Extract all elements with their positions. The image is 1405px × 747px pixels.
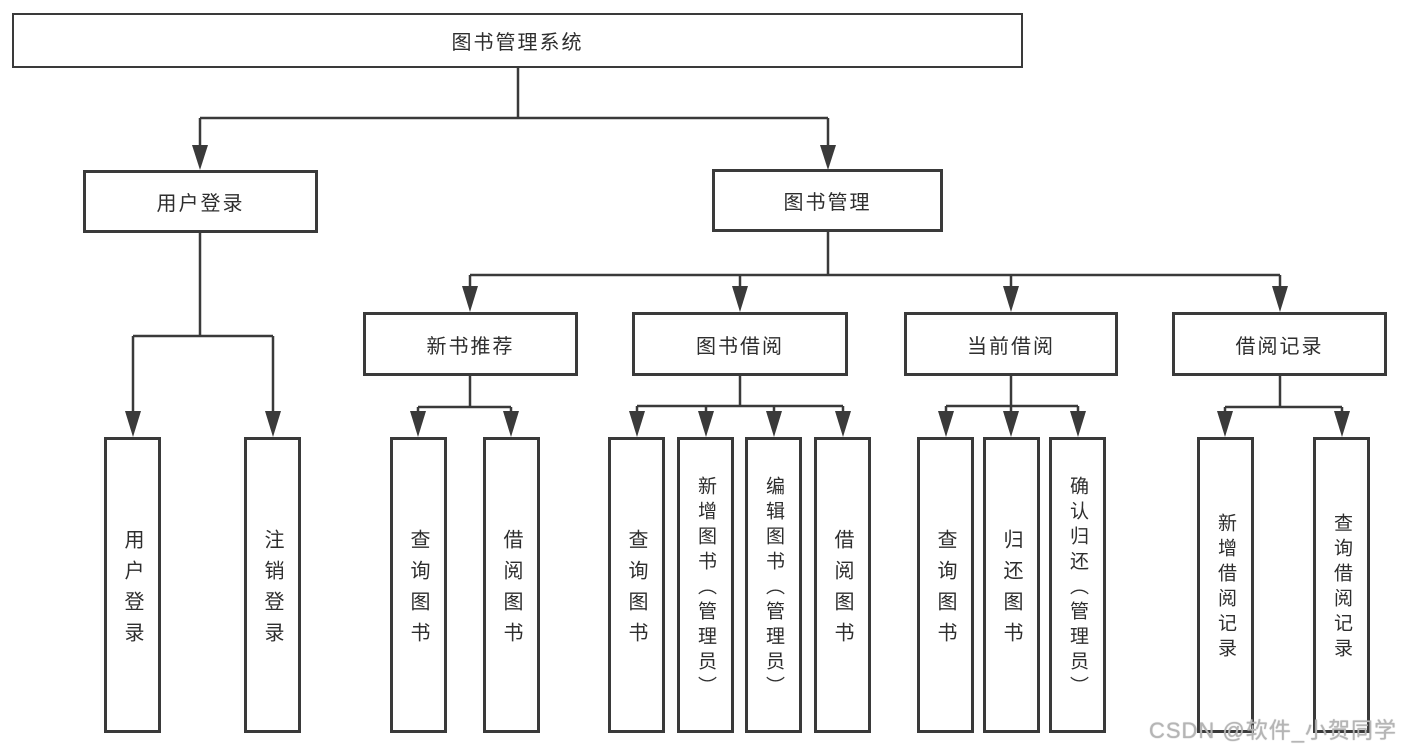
- node-label: 图书借阅: [696, 335, 784, 358]
- arrowhead-query-books-3: [938, 411, 954, 437]
- connector-book-borrowing-children: [635, 376, 845, 418]
- arrowhead-edit-books: [766, 411, 782, 437]
- arrowhead-add-borrow-record: [1217, 411, 1233, 437]
- connector-borrowing-records-children: [1223, 376, 1344, 418]
- arrowhead-user-login: [192, 145, 208, 170]
- node-book-borrowing: 图书借阅: [632, 312, 848, 376]
- leaf-confirm-return-admin: 确认归还（管理员）: [1049, 437, 1106, 733]
- node-label: 用户登录: [156, 193, 245, 215]
- arrowhead-query-borrow-record: [1334, 411, 1350, 437]
- arrowhead-add-books: [698, 411, 714, 437]
- leaf-logout: 注销登录: [244, 437, 301, 733]
- arrowhead-leaf-user-login: [125, 411, 141, 437]
- connector-user-login-children: [131, 233, 275, 418]
- leaf-label: 新增图书（管理员）: [695, 475, 716, 701]
- leaf-query-books-current: 查询图书: [917, 437, 974, 733]
- leaf-label: 查询图书: [407, 528, 429, 653]
- leaf-label: 归还图书: [1000, 528, 1022, 653]
- leaf-label: 借阅图书: [500, 528, 522, 653]
- arrowhead-borrow-books-2: [835, 411, 851, 437]
- arrowhead-return-books: [1003, 411, 1019, 437]
- leaf-label: 查询借阅记录: [1331, 513, 1352, 663]
- node-book-management: 图书管理: [712, 169, 943, 232]
- node-label: 图书管理系统: [451, 32, 584, 54]
- node-label: 图书管理: [783, 192, 872, 214]
- leaf-label: 查询图书: [625, 528, 647, 653]
- leaf-label: 用户登录: [121, 528, 143, 653]
- arrowhead-query-books-1: [410, 411, 426, 437]
- node-label: 借阅记录: [1235, 335, 1324, 358]
- leaf-query-books-recommend: 查询图书: [390, 437, 447, 733]
- leaf-label: 借阅图书: [831, 528, 853, 653]
- connector-new-book-children: [416, 376, 513, 418]
- node-label: 新书推荐: [426, 335, 515, 358]
- leaf-label: 确认归还（管理员）: [1067, 475, 1088, 701]
- leaf-label: 查询图书: [934, 528, 956, 653]
- arrowhead-confirm-return: [1070, 411, 1086, 437]
- arrowhead-borrow-books-1: [503, 411, 519, 437]
- arrowhead-query-books-2: [629, 411, 645, 437]
- leaf-label: 编辑图书（管理员）: [763, 475, 784, 701]
- arrowhead-current-borrowing: [1003, 286, 1019, 312]
- csdn-watermark: CSDN @软件_小贺同学: [1148, 718, 1397, 743]
- leaf-user-login: 用户登录: [104, 437, 161, 733]
- arrowhead-leaf-logout: [265, 411, 281, 437]
- node-user-login: 用户登录: [83, 170, 318, 233]
- node-label: 当前借阅: [967, 335, 1055, 358]
- leaf-return-books: 归还图书: [983, 437, 1040, 733]
- leaf-borrow-books-recommend: 借阅图书: [483, 437, 540, 733]
- connector-root-to-level2: [198, 68, 830, 152]
- leaf-borrow-books-borrowing: 借阅图书: [814, 437, 871, 733]
- leaf-query-books-borrowing: 查询图书: [608, 437, 665, 733]
- node-new-book-recommendation: 新书推荐: [363, 312, 578, 376]
- node-borrowing-records: 借阅记录: [1172, 312, 1387, 376]
- arrowhead-book-borrowing: [732, 286, 748, 312]
- leaf-query-borrow-record: 查询借阅记录: [1313, 437, 1370, 733]
- leaf-label: 新增借阅记录: [1215, 513, 1236, 663]
- leaf-add-borrow-record: 新增借阅记录: [1197, 437, 1254, 733]
- leaf-edit-books-admin: 编辑图书（管理员）: [745, 437, 802, 733]
- node-current-borrowing: 当前借阅: [904, 312, 1118, 376]
- connector-book-management-children: [468, 232, 1282, 294]
- arrowhead-borrowing-records: [1272, 286, 1288, 312]
- arrowhead-new-book: [462, 286, 478, 312]
- leaf-label: 注销登录: [261, 528, 283, 653]
- leaf-add-books-admin: 新增图书（管理员）: [677, 437, 734, 733]
- node-library-management-system: 图书管理系统: [12, 13, 1023, 68]
- arrowhead-book-management: [820, 145, 836, 170]
